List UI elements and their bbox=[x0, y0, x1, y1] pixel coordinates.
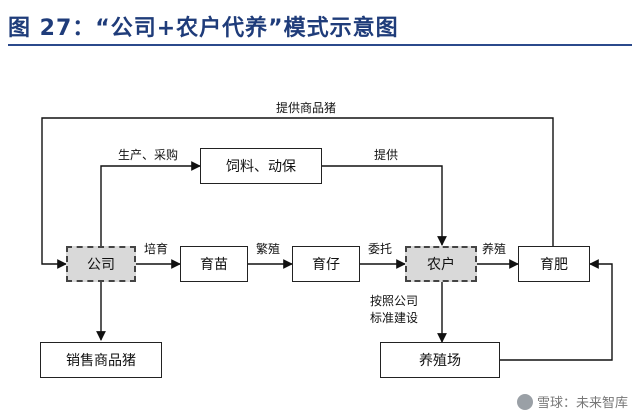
label-build-line2: 标准建设 bbox=[370, 311, 419, 325]
title-divider bbox=[8, 44, 632, 46]
edge-supply-pigs bbox=[41, 117, 554, 269]
label-reproduce: 繁殖 bbox=[256, 242, 281, 256]
watermark: 雪球：未来智库 bbox=[516, 392, 628, 411]
node-farmer: 农户 bbox=[405, 246, 477, 282]
label-provide: 提供 bbox=[374, 148, 399, 162]
label-build-standard: 按照公司 标准建设 bbox=[370, 293, 418, 327]
node-piglet: 育仔 bbox=[292, 246, 360, 282]
page-title: 图 27：“公司+农户代养”模式示意图 bbox=[8, 16, 399, 41]
label-supply-pigs: 提供商品猪 bbox=[276, 101, 337, 115]
node-sell-pigs: 销售商品猪 bbox=[40, 342, 162, 378]
label-raise: 养殖 bbox=[482, 242, 507, 256]
node-company: 公司 bbox=[66, 246, 136, 282]
label-entrust: 委托 bbox=[368, 242, 393, 256]
xueqiu-logo-icon bbox=[516, 393, 533, 410]
node-feed-vet: 饲料、动保 bbox=[200, 148, 322, 184]
watermark-text: 雪球：未来智库 bbox=[536, 396, 628, 411]
label-build-line1: 按照公司 bbox=[370, 294, 419, 308]
label-cultivate: 培育 bbox=[144, 242, 169, 256]
node-nurture: 育苗 bbox=[180, 246, 248, 282]
label-produce-purchase: 生产、采购 bbox=[118, 148, 179, 162]
edge-produce-purchase bbox=[100, 161, 201, 246]
node-fatten: 育肥 bbox=[518, 246, 590, 282]
edge-provide bbox=[322, 165, 447, 246]
node-breeding-farm: 养殖场 bbox=[380, 342, 500, 378]
edge-farm-to-fatten bbox=[500, 259, 613, 361]
